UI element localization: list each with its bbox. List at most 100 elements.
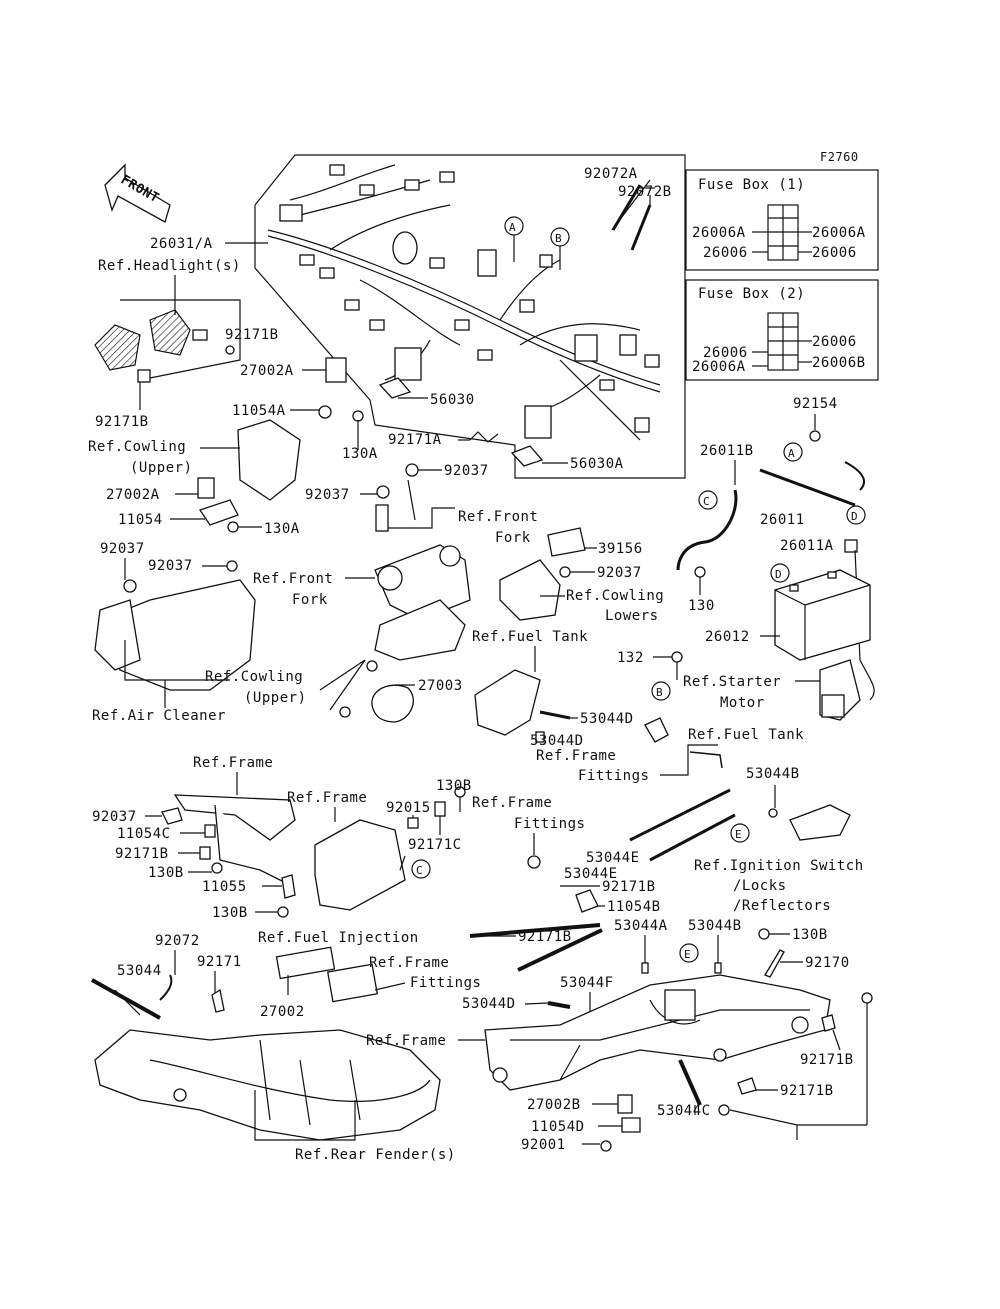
label-130-battery: 130 (688, 598, 715, 614)
fuse-box-2-left-b: 26006A (692, 359, 746, 375)
label-ref-frame-fittings-1: Ref.Frame (536, 748, 616, 764)
label-ref-frame-2: Ref.Frame (287, 790, 367, 806)
label-ref-front-fork-2: Ref.Front (253, 571, 333, 587)
circle-marker-c-lower: C (416, 864, 423, 877)
circle-marker-b-top: B (555, 232, 562, 245)
label-26031A: 26031/A (150, 236, 213, 252)
fuse-box-1-right-a: 26006A (812, 225, 866, 241)
label-upper-1: (Upper) (130, 460, 193, 476)
fuse-box-1-right-b: 26006 (812, 245, 857, 261)
label-53044D-c: 53044D (462, 996, 516, 1012)
label-92171B-right-b: 92171B (780, 1083, 834, 1099)
label-27002A-lower: 27002A (106, 487, 160, 503)
label-92171B-left: 92171B (115, 846, 169, 862)
label-92037-a: 92037 (444, 463, 489, 479)
label-53044E-b: 53044E (564, 866, 618, 882)
label-fork-1: Fork (495, 530, 531, 546)
circle-marker-d-battery: D (775, 568, 782, 581)
label-27003: 27003 (418, 678, 463, 694)
harness-group-outline (254, 154, 686, 479)
circle-marker-c-top: C (703, 495, 710, 508)
headlight-parts (94, 309, 235, 383)
fuse-box-2-title: Fuse Box (2) (698, 286, 805, 302)
label-92037-d: 92037 (597, 565, 642, 581)
fuse-box-1-left-a: 26006A (692, 225, 746, 241)
fuse-box-2: Fuse Box (2) 26006 26006A 26006 26006B (685, 279, 879, 381)
label-ref-frame-3: Ref.Frame (366, 1033, 446, 1049)
label-92171A: 92171A (388, 432, 442, 448)
label-11054C: 11054C (117, 826, 171, 842)
label-26011: 26011 (760, 512, 805, 528)
label-ref-cowling-lowers: Ref.Cowling (566, 588, 664, 604)
label-92171B-right-a: 92171B (800, 1052, 854, 1068)
label-11054: 11054 (118, 512, 163, 528)
label-ref-front-fork-1: Ref.Front (458, 509, 538, 525)
label-56030: 56030 (430, 392, 475, 408)
label-53044D-b: 53044D (530, 733, 584, 749)
label-ref-cowling-upper-1: Ref.Cowling (88, 439, 186, 455)
label-130B-left: 130B (148, 865, 184, 881)
fuse-box-1: Fuse Box (1) 26006A 26006 26006A 26006 (685, 169, 879, 271)
label-26011B: 26011B (700, 443, 754, 459)
label-fittings-2: Fittings (514, 816, 585, 832)
label-11055: 11055 (202, 879, 247, 895)
front-arrow-icon: FRONT (104, 163, 171, 223)
label-53044: 53044 (117, 963, 162, 979)
label-92072B: 92072B (618, 184, 672, 200)
circle-marker-a-right: A (788, 447, 795, 460)
label-27002B: 27002B (527, 1097, 581, 1113)
label-92171-bottom: 92171 (197, 954, 242, 970)
label-upper-2: (Upper) (244, 690, 307, 706)
label-26011A: 26011A (780, 538, 834, 554)
label-27002: 27002 (260, 1004, 305, 1020)
label-ref-frame-fittings-3: Ref.Frame (369, 955, 449, 971)
circle-marker-d-right: D (851, 510, 858, 523)
main-wiring-harness (267, 164, 661, 467)
label-ref-ignition-switch: Ref.Ignition Switch (694, 858, 864, 874)
label-130B-top: 130B (436, 778, 472, 794)
air-cleaner-cover (94, 579, 256, 691)
label-ref-fuel-injection: Ref.Fuel Injection (258, 930, 419, 946)
circle-marker-e-lower: E (684, 948, 691, 961)
label-92072A: 92072A (584, 166, 638, 182)
label-11054D: 11054D (531, 1119, 585, 1135)
figure-code: F2760 (820, 150, 859, 164)
label-92037-left: 92037 (100, 541, 145, 557)
label-92171C: 92171C (408, 837, 462, 853)
circle-marker-e-top: E (735, 828, 742, 841)
fuse-box-1-title: Fuse Box (1) (698, 177, 805, 193)
label-11054B: 11054B (607, 899, 661, 915)
label-ref-fuel-tank-2: Ref.Fuel Tank (688, 727, 804, 743)
fuse-box-2-left-a: 26006 (703, 345, 748, 361)
label-53044B-lower: 53044B (688, 918, 742, 934)
label-92171B-headlight: 92171B (225, 327, 279, 343)
label-ref-fuel-tank-1: Ref.Fuel Tank (472, 629, 588, 645)
label-92037-e: 92037 (92, 809, 137, 825)
label-ref-air-cleaner: Ref.Air Cleaner (92, 708, 226, 724)
label-ref-frame-fittings-2: Ref.Frame (472, 795, 552, 811)
circle-marker-a-top: A (509, 221, 516, 234)
fuse-box-1-left-b: 26006 (703, 245, 748, 261)
label-ref-frame-1: Ref.Frame (193, 755, 273, 771)
label-11054A: 11054A (232, 403, 286, 419)
circle-marker-b-lower: B (656, 686, 663, 699)
label-ref-rear-fender-1: Ref.Rear Fender(s) (295, 1147, 456, 1163)
label-92154: 92154 (793, 396, 838, 412)
label-92037-c: 92037 (148, 558, 193, 574)
label-fittings-3: Fittings (410, 975, 481, 991)
label-130B-right: 130B (792, 927, 828, 943)
fuse-box-2-right-a: 26006 (812, 334, 857, 350)
cowling-bracket-top (237, 405, 364, 501)
label-53044A: 53044A (614, 918, 668, 934)
front-fork-clamp (374, 544, 471, 621)
label-ref-starter-motor: Ref.Starter (683, 674, 781, 690)
label-26012: 26012 (705, 629, 750, 645)
label-130B-lower: 130B (212, 905, 248, 921)
fuse-box-2-right-b: 26006B (812, 355, 866, 371)
label-53044C: 53044C (657, 1103, 711, 1119)
label-ref-headlight: Ref.Headlight(s) (98, 258, 241, 274)
label-motor: Motor (720, 695, 765, 711)
label-locks: /Locks (733, 878, 787, 894)
label-132: 132 (617, 650, 644, 666)
